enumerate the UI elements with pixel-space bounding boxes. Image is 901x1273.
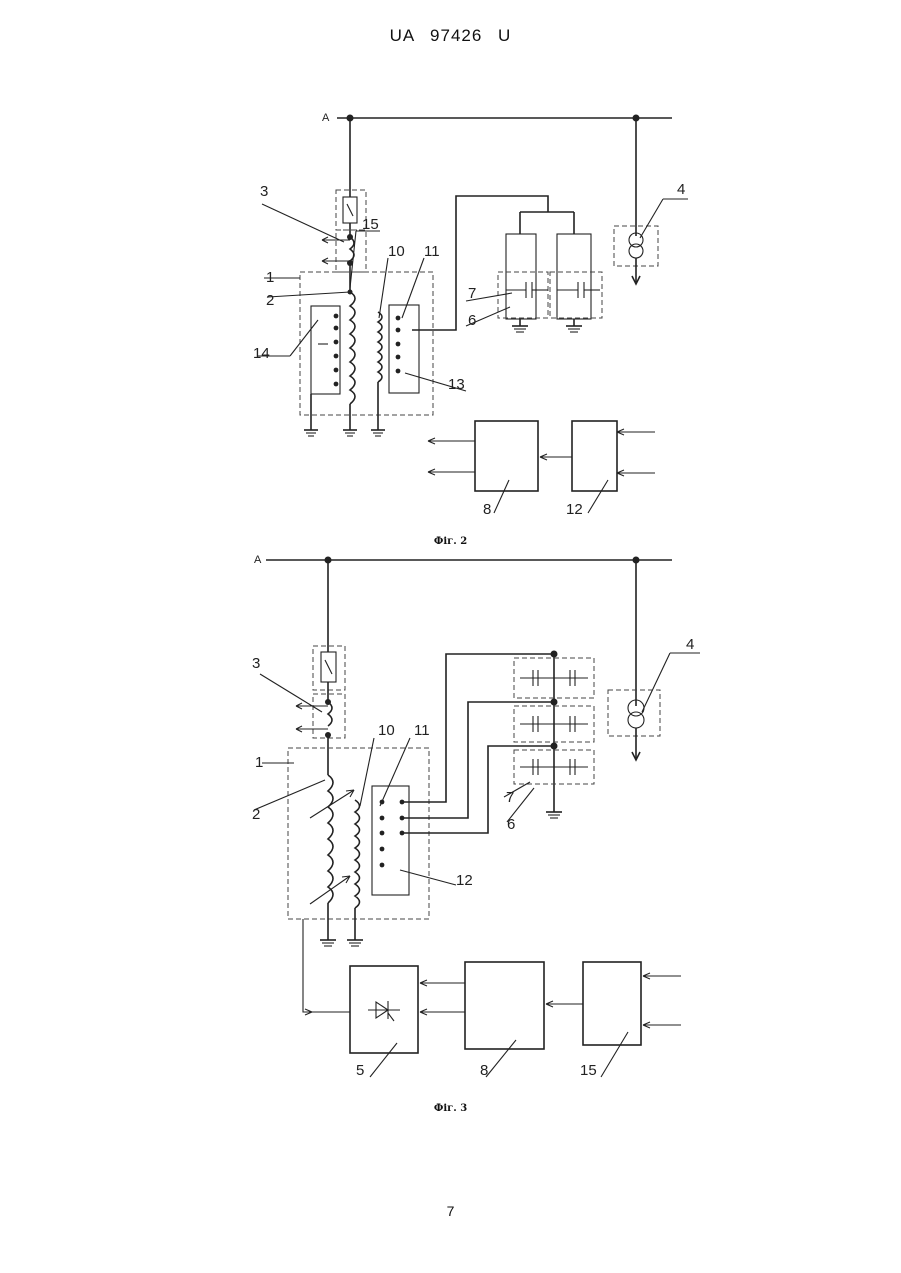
fig2-label-6: 6 [468, 312, 476, 329]
fig3-label-1: 1 [255, 754, 263, 771]
fig2-label-10: 10 [388, 243, 405, 260]
fig2-label-12: 13 [448, 376, 465, 393]
figure-2-diagram: A [0, 0, 901, 560]
fig2-label-4: 4 [677, 181, 685, 198]
fig2-label-14: 15 [362, 216, 379, 233]
fig2-bus-label: A [322, 112, 330, 124]
figure-3-caption: Фіг. 3 [0, 1103, 901, 1114]
fig3-label-11: 11 [414, 722, 430, 739]
fig3-label-8: 8 [480, 1062, 488, 1079]
fig3-label-15: 15 [580, 1062, 597, 1079]
fig3-bus-label: A [254, 554, 262, 566]
fig3-label-4: 4 [686, 636, 694, 653]
fig2-label-7: 7 [468, 285, 476, 302]
fig3-label-10: 10 [378, 722, 395, 739]
figure-3-diagram: A [0, 545, 901, 1105]
fig3-label-5: 5 [356, 1062, 364, 1079]
fig3-label-6: 6 [507, 816, 515, 833]
fig2-label-2: 2 [266, 292, 274, 309]
fig3-label-2: 2 [252, 806, 260, 823]
fig2-label-8: 8 [483, 501, 491, 518]
page-number: 7 [0, 1203, 901, 1219]
fig3-label-3: 3 [252, 655, 260, 672]
fig2-label-3: 3 [260, 183, 268, 200]
fig2-label-1: 1 [266, 269, 274, 286]
fig2-label-11: 11 [424, 243, 440, 260]
fig3-label-7: 7 [506, 789, 514, 806]
fig2-label-13: 14 [253, 345, 270, 362]
fig3-label-12: 12 [456, 872, 473, 889]
fig2-label-15: 12 [566, 501, 583, 518]
